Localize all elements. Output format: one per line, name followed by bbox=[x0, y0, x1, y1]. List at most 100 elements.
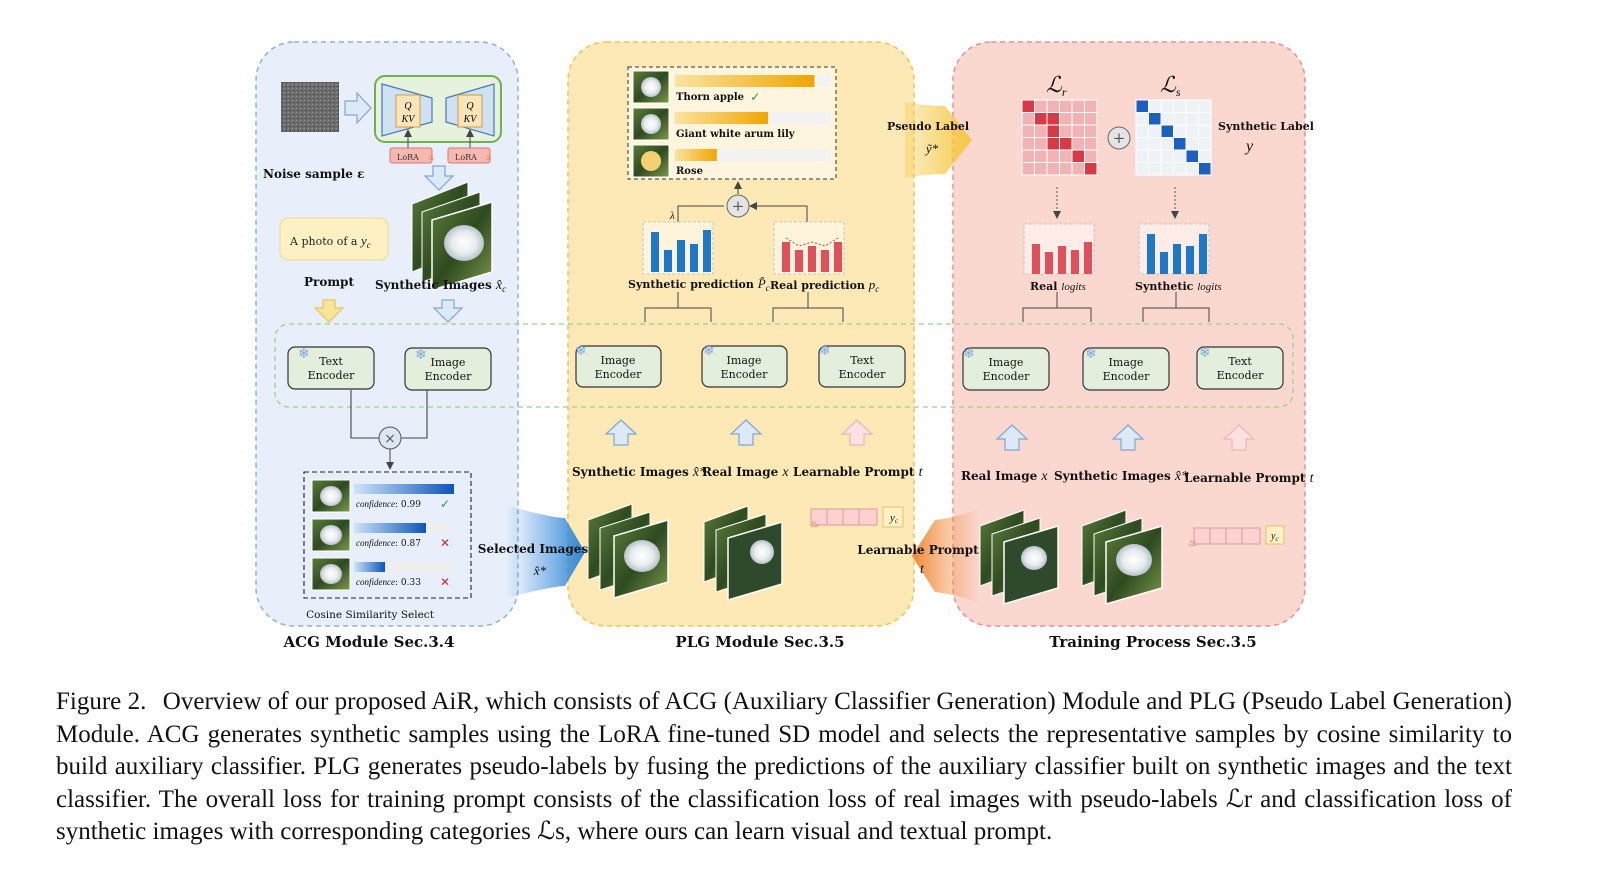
svg-text:Text: Text bbox=[319, 355, 343, 368]
matrix-cell bbox=[1084, 124, 1098, 138]
confidence-track bbox=[354, 562, 454, 572]
encoder-band bbox=[274, 323, 1294, 408]
real-loss-matrix bbox=[1021, 99, 1098, 176]
acg-text-encoder: Text Encoder ❄ bbox=[287, 346, 375, 390]
svg-text:Encoder: Encoder bbox=[1103, 370, 1150, 383]
kv-label-left: KV bbox=[401, 114, 417, 125]
lambda-label: λ bbox=[669, 210, 675, 222]
matrix-cell bbox=[1059, 149, 1073, 163]
distribution-bar bbox=[782, 242, 790, 272]
matrix-cell bbox=[1198, 162, 1212, 176]
distribution-bar bbox=[1199, 234, 1207, 274]
distribution-bar bbox=[1147, 234, 1155, 274]
matrix-cell bbox=[1046, 162, 1060, 176]
train-learnable-prompt-tokens: yc ♨ bbox=[1188, 525, 1285, 549]
matrix-cell bbox=[1021, 112, 1035, 126]
matrix-cell bbox=[1071, 99, 1085, 113]
plg-image-encoder-real: Image Encoder ❄ bbox=[701, 343, 788, 388]
matrix-cell bbox=[1198, 149, 1212, 163]
matrix-cell bbox=[1059, 124, 1073, 138]
confidence-row: confidence: 0.87✕ bbox=[311, 518, 454, 552]
matrix-cell bbox=[1046, 137, 1060, 151]
flame-icon: ♨ bbox=[1188, 538, 1197, 549]
svg-text:Encoder: Encoder bbox=[595, 368, 642, 381]
encoder-to-multiply-lines bbox=[350, 390, 428, 439]
svg-text:Encoder: Encoder bbox=[425, 370, 472, 383]
matrix-cell bbox=[1084, 162, 1098, 176]
svg-text:Encoder: Encoder bbox=[308, 369, 355, 382]
train-up-arrow-prompt bbox=[1222, 424, 1256, 451]
matrix-cell bbox=[1046, 99, 1060, 113]
matrix-cell bbox=[1046, 149, 1060, 163]
synthetic-down-arrow bbox=[432, 299, 464, 323]
flame-icon: ♨ bbox=[810, 519, 819, 530]
matrix-cell bbox=[1148, 149, 1162, 163]
real-logits-label: Real logits bbox=[1030, 280, 1086, 293]
matrix-cell bbox=[1071, 137, 1085, 151]
prompt-down-arrow bbox=[313, 299, 345, 323]
matrix-cell bbox=[1071, 112, 1085, 126]
cross-icon: ✕ bbox=[440, 575, 450, 589]
svg-text:Text: Text bbox=[1228, 355, 1252, 368]
svg-text:yc: yc bbox=[889, 512, 899, 525]
matrix-cell bbox=[1034, 99, 1048, 113]
snowflake-icon: ❄ bbox=[575, 343, 587, 359]
matrix-cell bbox=[1084, 99, 1098, 113]
thumbnail-flower bbox=[320, 525, 342, 545]
svg-text:Encoder: Encoder bbox=[1217, 369, 1264, 382]
matrix-cell bbox=[1148, 124, 1162, 138]
matrix-cell bbox=[1071, 149, 1085, 163]
plg-up-arrow-real bbox=[729, 419, 763, 446]
training-title: Training Process Sec.3.5 bbox=[1049, 633, 1256, 651]
matrix-cell bbox=[1173, 162, 1187, 176]
train-up-arrow-real bbox=[995, 424, 1029, 451]
distribution-bar bbox=[664, 250, 672, 272]
prompt-box bbox=[279, 217, 389, 261]
distribution-bar bbox=[703, 230, 711, 272]
matrix-cell bbox=[1046, 112, 1060, 126]
class-score-bar bbox=[675, 149, 717, 161]
matrix-cell bbox=[1135, 124, 1149, 138]
svg-text:Image: Image bbox=[431, 356, 466, 369]
matrix-cell bbox=[1034, 112, 1048, 126]
plg-real-image-stack bbox=[703, 505, 783, 602]
matrix-cell bbox=[1135, 112, 1149, 126]
distribution-bar bbox=[690, 244, 698, 272]
learnable-prompt-flow-arrow bbox=[912, 508, 980, 604]
distribution-bar bbox=[808, 246, 816, 272]
distribution-bar bbox=[1084, 242, 1092, 274]
matrix-cell bbox=[1198, 124, 1212, 138]
matrix-cell bbox=[1173, 137, 1187, 151]
attention-box-right bbox=[457, 94, 483, 128]
class-score-row: Rose bbox=[632, 144, 830, 178]
matrix-cell bbox=[1198, 137, 1212, 151]
cosine-select-label: Cosine Similarity Select bbox=[306, 609, 435, 621]
matrix-cell bbox=[1084, 149, 1098, 163]
distribution-bar bbox=[1045, 252, 1053, 274]
selected-images-label: Selected Images bbox=[478, 542, 589, 556]
train-up-arrow-synthetic bbox=[1111, 424, 1145, 451]
synthetic-images-label: Synthetic Images x̂c bbox=[375, 278, 506, 294]
class-thumbnail-flower bbox=[641, 77, 661, 97]
class-thumbnail-flower bbox=[641, 114, 661, 134]
matrix-cell bbox=[1160, 162, 1174, 176]
cross-icon: ✕ bbox=[440, 536, 450, 550]
matrix-cell bbox=[1135, 149, 1149, 163]
matrix-cell bbox=[1185, 162, 1199, 176]
plus-icon: + bbox=[732, 197, 745, 215]
matrix-cell bbox=[1173, 124, 1187, 138]
matrix-cell bbox=[1148, 99, 1162, 113]
matrix-cell bbox=[1021, 137, 1035, 151]
flame-icon: ♨ bbox=[428, 153, 435, 162]
distribution-bar bbox=[1071, 250, 1079, 274]
matrix-cell bbox=[1148, 112, 1162, 126]
noise-sample-image bbox=[281, 82, 339, 132]
noise-sample-label: Noise sample ε bbox=[263, 167, 364, 181]
snowflake-icon: ❄ bbox=[1085, 346, 1097, 362]
train-input-prompt: Learnable Prompt t bbox=[1184, 471, 1315, 486]
class-thumbnail bbox=[632, 70, 670, 104]
attention-box-left bbox=[395, 94, 421, 128]
svg-text:Encoder: Encoder bbox=[983, 370, 1030, 383]
snowflake-icon: ❄ bbox=[819, 343, 831, 359]
caption-text: Overview of our proposed AiR, which cons… bbox=[56, 688, 1512, 845]
